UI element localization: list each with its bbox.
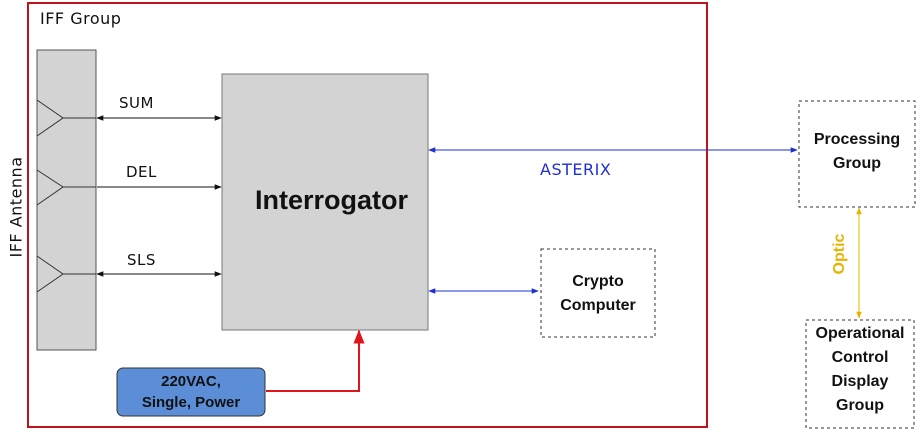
interrogator-block	[221, 73, 429, 331]
ocdg-line4: Group	[836, 397, 884, 414]
power-line	[266, 329, 365, 392]
ocdg-line2: Control	[831, 349, 889, 366]
interrogator-label: Interrogator	[255, 185, 409, 215]
ocdg-line3: Display	[831, 373, 889, 390]
sls-label: SLS	[127, 251, 156, 269]
crypto-line1: Crypto	[572, 273, 624, 290]
antenna-element-sls	[36, 255, 96, 293]
antenna-element-del	[36, 169, 96, 206]
iff-group-border	[27, 2, 708, 428]
power-line2: Single, Power	[141, 394, 241, 411]
crypto-computer-label: Crypto Computer	[541, 270, 655, 318]
ocdg-box	[805, 319, 915, 429]
power-label: 220VAC, Single, Power	[117, 371, 265, 413]
antenna-panel	[36, 49, 97, 351]
power-box	[116, 367, 266, 417]
ocdg-label: Operational Control Display Group	[806, 322, 914, 418]
crypto-line2: Computer	[560, 297, 636, 314]
del-label: DEL	[126, 163, 157, 181]
antenna-element-sum	[36, 99, 96, 137]
processing-group-label: Processing Group	[799, 128, 915, 176]
optic-label: Optic	[831, 233, 848, 275]
antenna-label: IFF Antenna	[6, 156, 26, 258]
processing-group-box	[798, 100, 916, 208]
iff-group-label: IFF Group	[40, 9, 122, 28]
processing-line2: Group	[833, 155, 881, 172]
ocdg-line1: Operational	[815, 325, 905, 342]
asterix-label: ASTERIX	[540, 160, 612, 179]
sum-label: SUM	[119, 94, 154, 112]
processing-line1: Processing	[813, 131, 901, 148]
power-line1: 220VAC,	[161, 373, 221, 390]
crypto-computer-box	[540, 248, 656, 338]
